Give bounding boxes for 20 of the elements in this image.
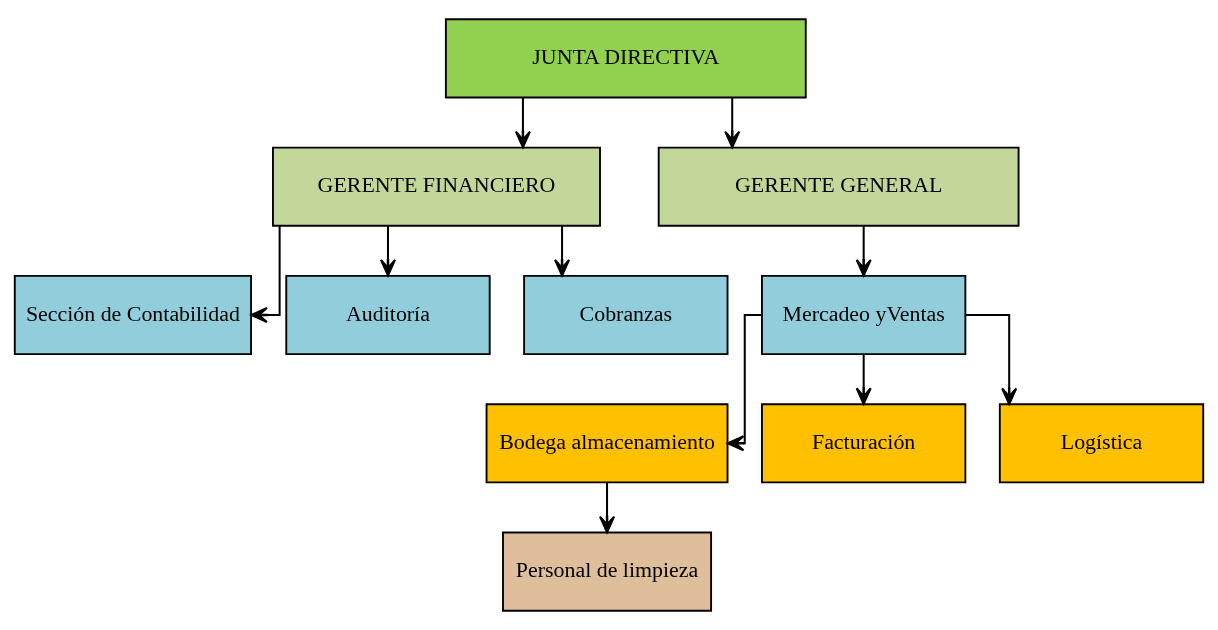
arrow <box>599 482 616 534</box>
arrow <box>514 97 531 149</box>
node-box: Auditoría <box>285 274 491 356</box>
arrow <box>855 225 872 277</box>
node-box: Logística <box>998 403 1205 484</box>
arrow <box>250 225 281 324</box>
node-box: Facturación <box>761 403 967 484</box>
node-box: Personal de limpieza <box>502 531 713 612</box>
node-box: Bodega almacenamiento <box>485 403 729 484</box>
node-box: GERENTE GENERAL <box>657 146 1020 227</box>
arrow <box>379 225 397 277</box>
arrow <box>724 97 741 149</box>
node-box: Mercadeo yVentas <box>761 274 967 356</box>
node-box: Sección de Contabilidad <box>13 274 252 356</box>
node-box: GERENTE FINANCIERO <box>272 146 601 227</box>
node-box: Cobranzas <box>523 274 729 356</box>
node-box: JUNTA DIRECTIVA <box>444 18 807 99</box>
arrow <box>855 354 872 405</box>
arrow <box>965 314 1018 406</box>
arrow <box>554 225 571 277</box>
